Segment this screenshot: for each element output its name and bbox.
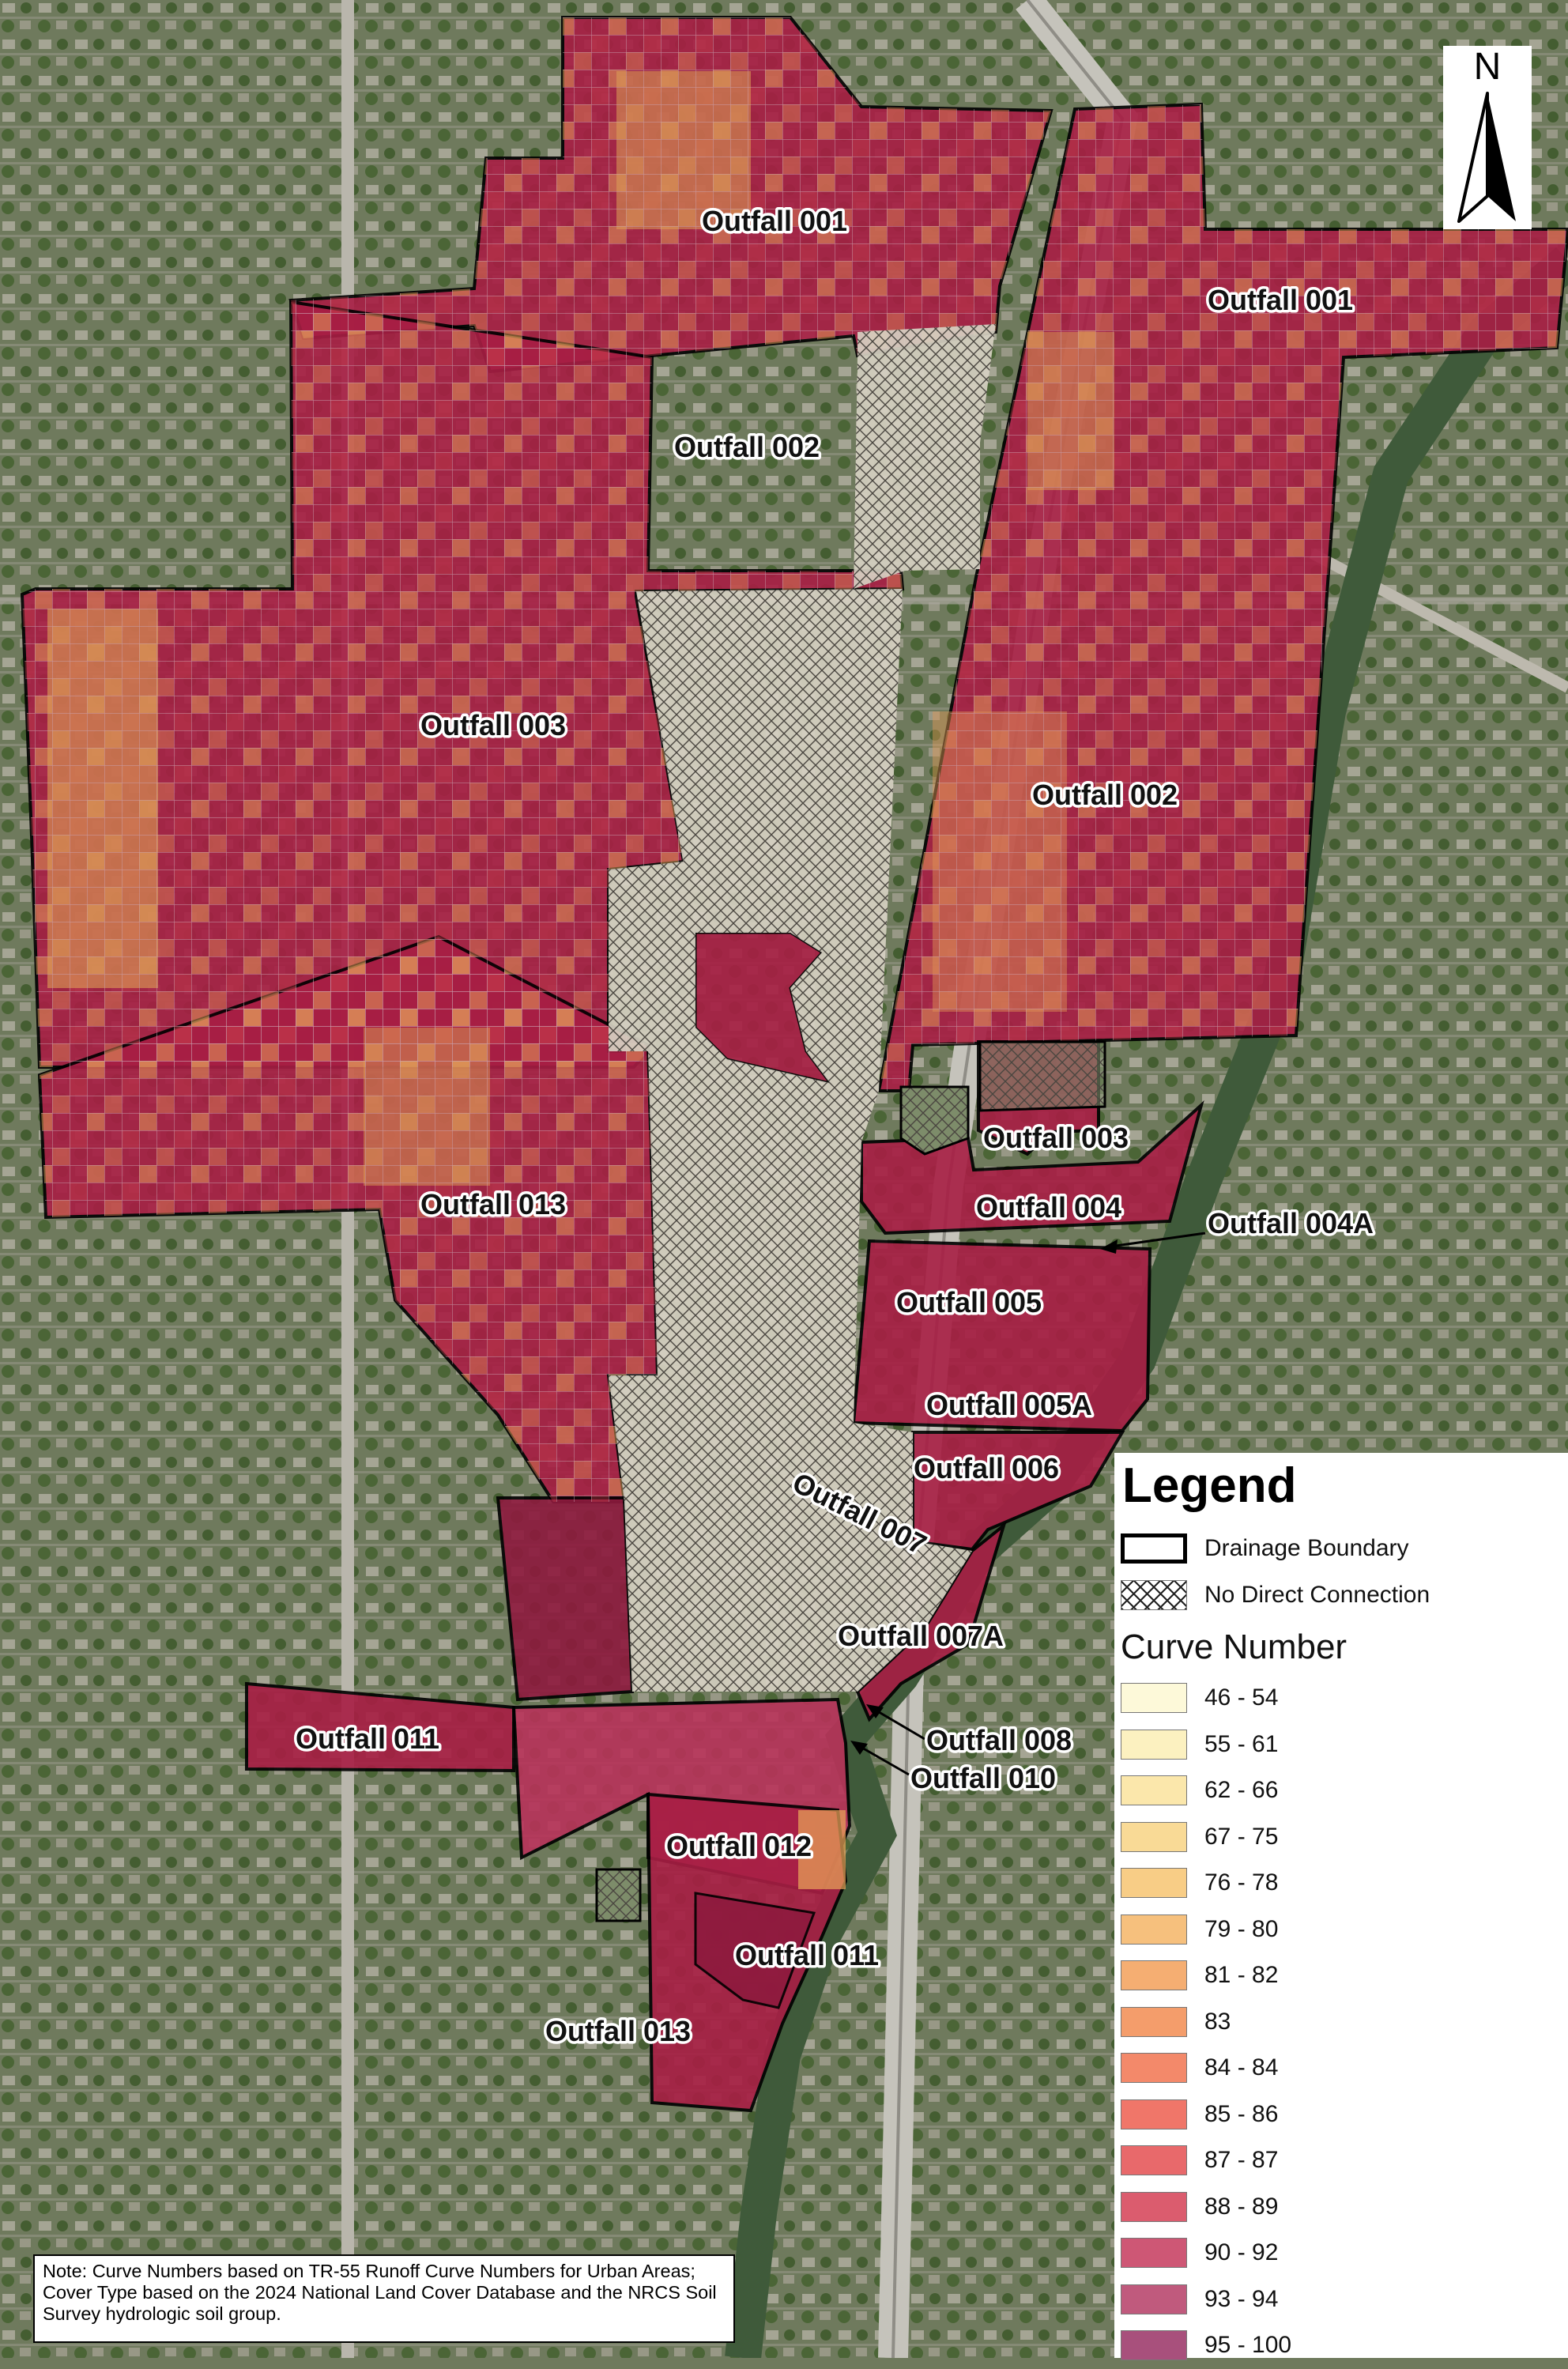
outfall-label: Outfall 011	[296, 1722, 439, 1755]
legend-class: 46 - 54	[1118, 1675, 1568, 1722]
outfall-label: Outfall 002	[674, 431, 820, 463]
outfall-label: Outfall 003	[983, 1122, 1129, 1154]
class-swatch	[1121, 1683, 1187, 1714]
outfall-label: Outfall 004	[976, 1191, 1121, 1224]
legend-class: 83	[1118, 1999, 1568, 2046]
hatch-swatch	[1121, 1579, 1187, 1610]
class-label: 62 - 66	[1204, 1777, 1279, 1804]
legend-class: 93 - 94	[1118, 2277, 1568, 2323]
leader-arrows	[850, 1232, 1206, 1776]
outfall-label: Outfall 008	[926, 1724, 1072, 1756]
class-swatch	[1121, 2099, 1187, 2129]
outfall-label: Outfall 007A	[838, 1620, 1004, 1652]
class-label: 81 - 82	[1204, 1962, 1279, 1989]
legend-item-boundary: Drainage Boundary	[1118, 1526, 1568, 1572]
class-label: 46 - 54	[1204, 1684, 1279, 1711]
legend-class: 81 - 82	[1118, 1952, 1568, 1999]
class-swatch	[1121, 2006, 1187, 2037]
north-letter: N	[1474, 46, 1502, 88]
legend-item-label: Drainage Boundary	[1204, 1535, 1409, 1562]
class-label: 88 - 89	[1204, 2193, 1279, 2220]
legend-class: 67 - 75	[1118, 1814, 1568, 1861]
class-label: 93 - 94	[1204, 2285, 1279, 2312]
class-swatch	[1121, 1914, 1187, 1945]
class-swatch	[1121, 1775, 1187, 1806]
class-label: 95 - 100	[1204, 2332, 1292, 2359]
legend: Legend Drainage Boundary No Direct Conne…	[1114, 1453, 1568, 2361]
legend-class: 90 - 92	[1118, 2230, 1568, 2277]
legend-class: 85 - 86	[1118, 2092, 1568, 2138]
class-swatch	[1121, 2284, 1187, 2314]
outfall-label: Outfall 005A	[926, 1389, 1092, 1421]
class-label: 90 - 92	[1204, 2239, 1279, 2266]
legend-class: 79 - 80	[1118, 1907, 1568, 1953]
legend-class: 87 - 87	[1118, 2137, 1568, 2184]
outfall-label: Outfall 004A	[1208, 1207, 1374, 1239]
class-label: 67 - 75	[1204, 1823, 1279, 1850]
north-arrow-icon: N	[1457, 46, 1516, 223]
outfall-label: Outfall 001	[702, 205, 847, 237]
class-label: 55 - 61	[1204, 1730, 1279, 1757]
class-swatch	[1121, 1868, 1187, 1899]
legend-item-label: No Direct Connection	[1204, 1581, 1430, 1608]
no-direct-connection-areas	[595, 324, 1106, 1922]
class-swatch	[1121, 1821, 1187, 1852]
legend-class: 76 - 78	[1118, 1860, 1568, 1907]
map-note: Note: Curve Numbers based on TR-55 Runof…	[33, 2254, 735, 2343]
class-swatch	[1121, 2191, 1187, 2222]
outfall-label: Outfall 001	[1208, 284, 1353, 316]
outfall-label: Outfall 011	[735, 1939, 879, 1971]
legend-class: 84 - 84	[1118, 2045, 1568, 2092]
outfall-label: Outfall 012	[666, 1830, 812, 1862]
parcel-grid	[22, 17, 1568, 1502]
legend-class: 55 - 61	[1118, 1722, 1568, 1768]
class-swatch	[1121, 2145, 1187, 2176]
legend-class: 88 - 89	[1118, 2184, 1568, 2231]
legend-class: 62 - 66	[1118, 1767, 1568, 1814]
legend-class: 95 - 100	[1118, 2322, 1568, 2369]
outfall-label: Outfall 006	[914, 1452, 1059, 1484]
curve-number-title: Curve Number	[1121, 1628, 1348, 1666]
class-swatch	[1121, 2053, 1187, 2084]
boundary-swatch	[1121, 1533, 1187, 1564]
legend-item-no-connection: No Direct Connection	[1118, 1572, 1568, 1619]
outfall-label: Outfall 013	[420, 1188, 566, 1220]
class-swatch	[1121, 2330, 1187, 2361]
class-label: 87 - 87	[1204, 2147, 1279, 2174]
outfall-label: Outfall 013	[545, 2015, 691, 2047]
outfall-label: Outfall 003	[420, 709, 566, 741]
curve-number-classes: 46 - 54 55 - 61 62 - 66 67 - 75 76 - 78 …	[1118, 1675, 1568, 2369]
class-label: 85 - 86	[1204, 2100, 1279, 2127]
class-label: 76 - 78	[1204, 1869, 1279, 1896]
class-label: 83	[1204, 2008, 1231, 2035]
class-swatch	[1121, 2238, 1187, 2269]
class-label: 79 - 80	[1204, 1915, 1279, 1942]
class-label: 84 - 84	[1204, 2054, 1279, 2081]
outfall-label: Outfall 010	[910, 1762, 1056, 1794]
class-swatch	[1121, 1729, 1187, 1760]
outfall-label: Outfall 005	[896, 1286, 1042, 1318]
north-arrow: N	[1443, 46, 1532, 229]
class-swatch	[1121, 1960, 1187, 1991]
legend-title: Legend	[1122, 1458, 1297, 1513]
outfall-label: Outfall 002	[1032, 779, 1178, 811]
